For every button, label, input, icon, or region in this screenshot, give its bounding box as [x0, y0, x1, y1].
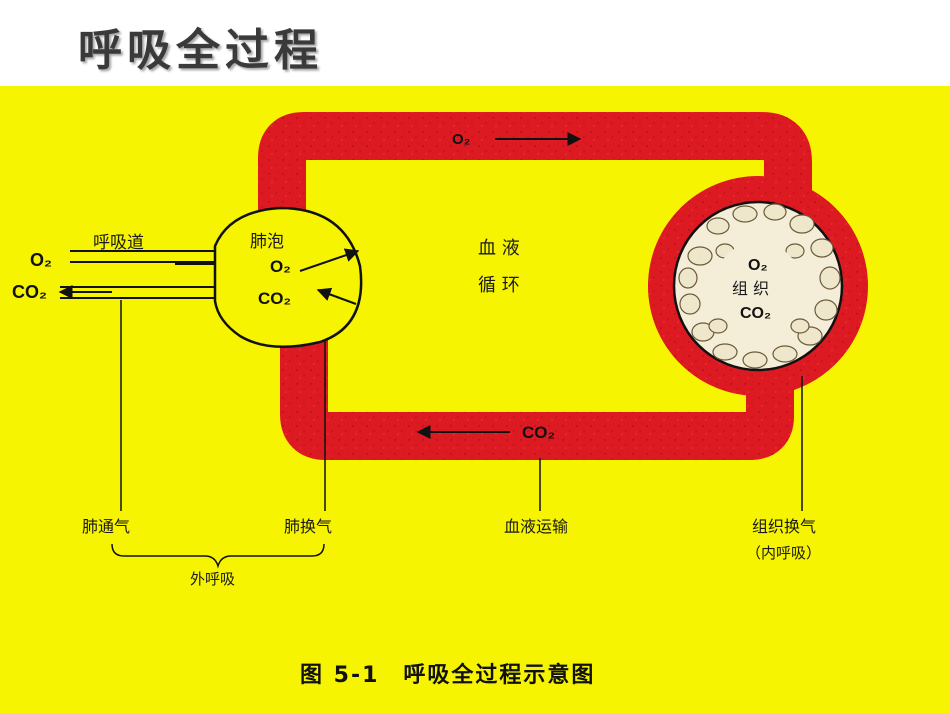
respiration-diagram: 呼吸道 O₂ CO₂ 肺泡 O₂ CO₂ 血 液 循 环 O₂ CO₂ O₂ 组…	[0, 86, 950, 713]
internal-respiration-label: （内呼吸）	[746, 544, 821, 562]
external-respiration-label: 外呼吸	[190, 570, 235, 588]
blood-circulation-line-2: 循 环	[478, 275, 520, 296]
alveolus-o2-label: O₂	[270, 257, 291, 276]
alveolus-label: 肺泡	[250, 232, 284, 252]
figure-caption: 图 5-1 呼吸全过程示意图	[300, 662, 595, 688]
tissue-o2-label: O₂	[748, 257, 768, 274]
tissue-gas-exchange-label: 组织换气	[752, 517, 816, 536]
blood-transport-label: 血液运输	[504, 517, 568, 536]
alveolus	[213, 206, 363, 349]
slide-title: 呼吸全过程	[78, 25, 323, 76]
inhaled-gas-label: O₂	[30, 250, 52, 270]
external-respiration-brace	[111, 543, 325, 569]
pulmonary-gas-exchange-label: 肺换气	[284, 517, 332, 536]
blood-vessel-loop	[258, 112, 812, 460]
pulmonary-ventilation-label: 肺通气	[82, 517, 130, 536]
airway-label: 呼吸道	[93, 233, 144, 253]
airway	[58, 250, 240, 299]
blood-circulation-line-1: 血 液	[478, 238, 520, 259]
bottom-vessel-gas-label: CO₂	[522, 423, 555, 442]
leader-lines	[120, 300, 803, 511]
exhaled-gas-label: CO₂	[12, 282, 47, 302]
tissue	[648, 176, 868, 396]
alveolus-co2-label: CO₂	[258, 289, 291, 308]
tissue-co2-label: CO₂	[740, 305, 771, 322]
tissue-label: 组 织	[732, 279, 769, 298]
top-vessel-gas-label: O₂	[452, 131, 470, 148]
